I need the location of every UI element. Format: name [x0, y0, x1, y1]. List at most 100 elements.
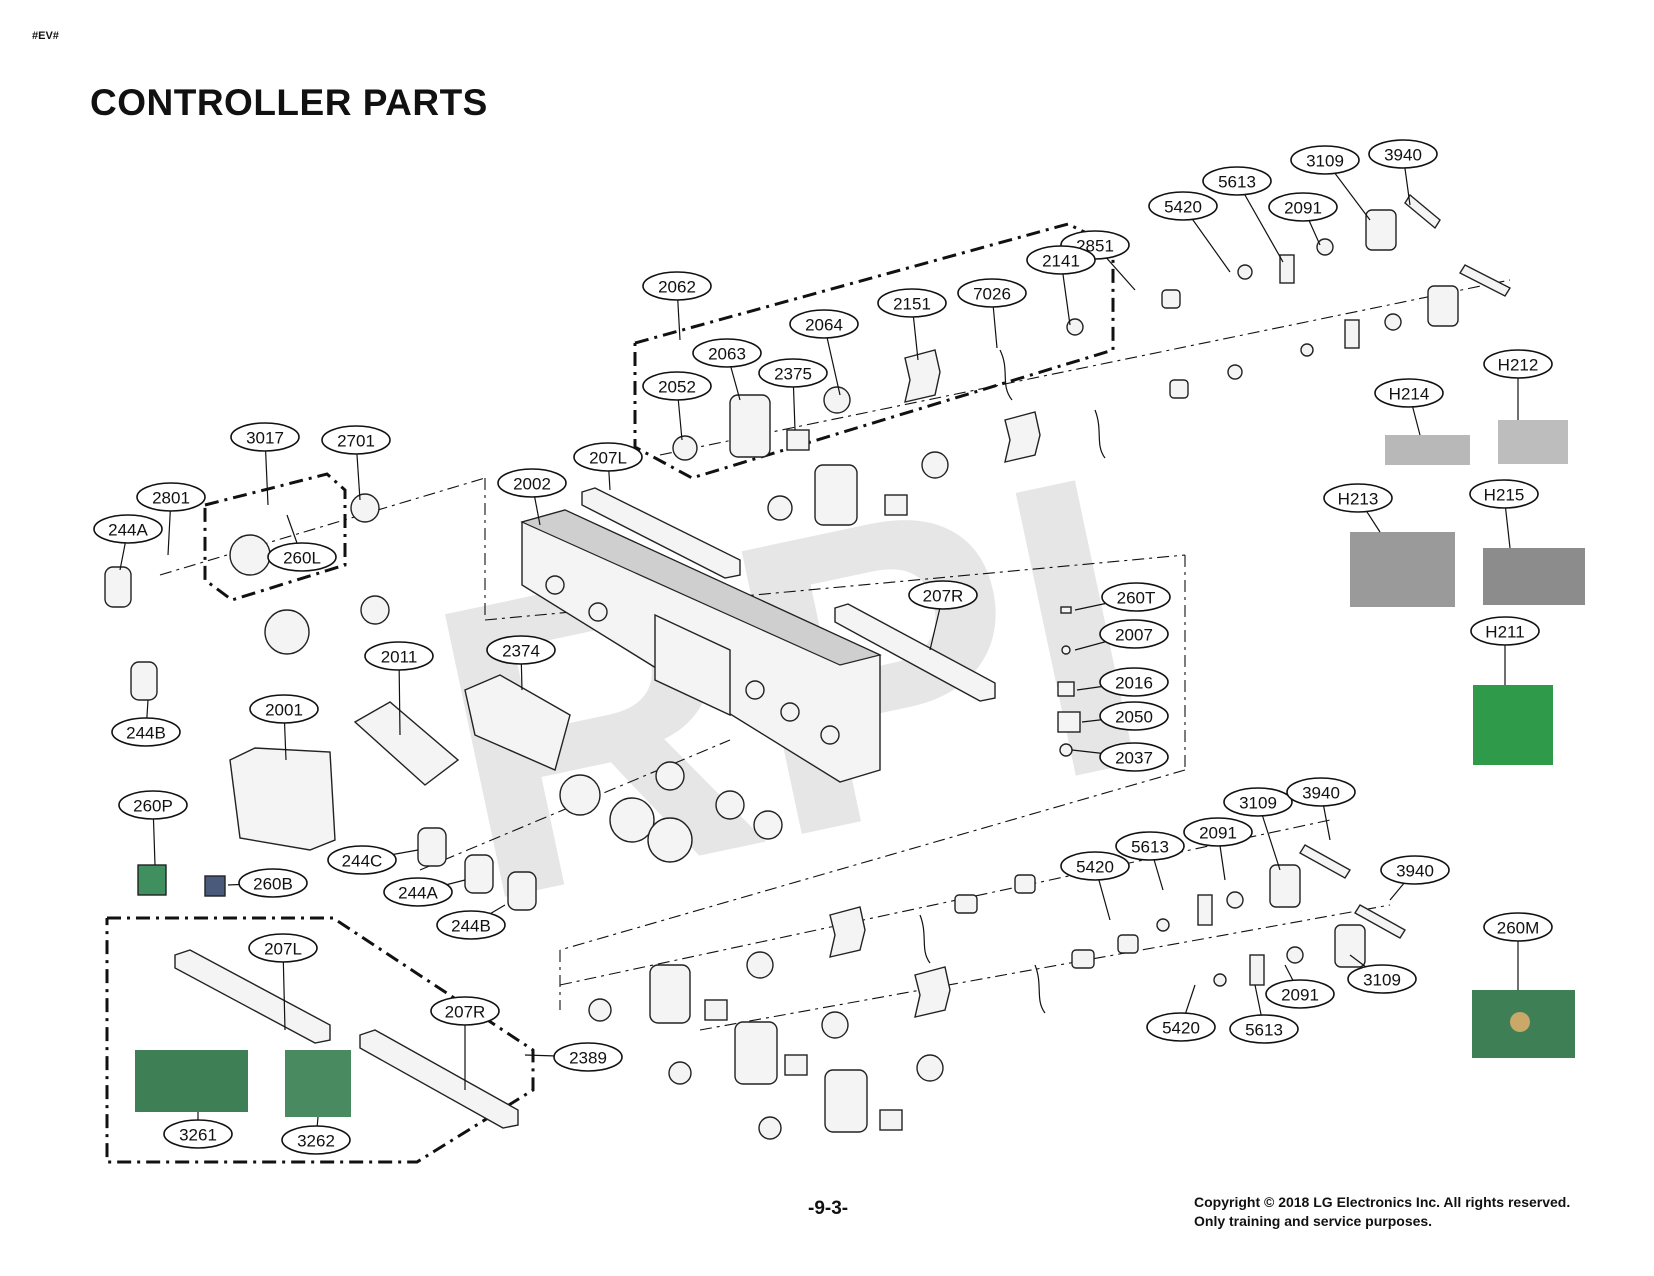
callout-c244A1: 244A — [93, 514, 163, 571]
callout-bubble — [249, 694, 319, 724]
part-number-label: 207R — [923, 587, 964, 606]
callout-c244C: 244C — [327, 845, 419, 875]
callout-c3109c: 3109 — [1347, 954, 1417, 994]
board-3261 — [135, 1050, 248, 1112]
callout-bubble — [383, 877, 453, 907]
part-number-label: 5613 — [1218, 173, 1256, 192]
part-number-label: 2002 — [513, 475, 551, 494]
callout-c2037: 2037 — [1071, 742, 1169, 772]
part-number-label: 2011 — [381, 648, 418, 667]
callout-c2091b: 2091 — [1183, 817, 1253, 881]
harness-H215 — [1483, 548, 1585, 605]
part-number-label: 260L — [283, 549, 321, 568]
part-number-label: 207R — [445, 1003, 486, 1022]
callout-bubble — [436, 910, 506, 940]
callout-c2011: 2011 — [364, 641, 434, 736]
page-number: -9-3- — [808, 1198, 849, 1219]
group-outline-3017 — [203, 472, 347, 602]
callout-bubble — [163, 1119, 233, 1149]
callout-c244A2: 244A — [383, 877, 466, 907]
part-number-label: 244A — [398, 884, 438, 903]
callout-c3109b: 3109 — [1223, 787, 1293, 871]
callout-bubble — [642, 271, 712, 301]
part-number-label: 3261 — [179, 1126, 217, 1145]
callout-bubble — [430, 996, 500, 1026]
part-number-label: H211 — [1485, 623, 1524, 642]
part-number-label: 5420 — [1076, 858, 1114, 877]
callout-bubble — [497, 468, 567, 498]
part-number-label: 5613 — [1245, 1021, 1283, 1040]
callout-c244B2: 244B — [436, 904, 506, 940]
part-number-label: 2037 — [1115, 749, 1153, 768]
callout-cH214: H214 — [1374, 378, 1444, 436]
callout-bubble — [486, 635, 556, 665]
callout-c3261: 3261 — [163, 1112, 233, 1149]
callout-bubble — [1380, 855, 1450, 885]
callout-c2374: 2374 — [486, 635, 556, 691]
callout-bubble — [1483, 912, 1553, 942]
board-H211 — [1473, 685, 1553, 765]
part-260B — [204, 875, 226, 897]
callout-bubble — [1026, 245, 1096, 275]
part-number-label: H215 — [1484, 486, 1525, 505]
callout-bubble — [1469, 479, 1539, 509]
callout-bubble — [1099, 701, 1169, 731]
callout-bubble — [1060, 851, 1130, 881]
callout-bubble — [1148, 191, 1218, 221]
part-number-label: 5613 — [1131, 838, 1169, 857]
upper-control-chain — [672, 193, 1511, 526]
callout-c2016: 2016 — [1076, 667, 1169, 697]
control-panel-2002 — [520, 509, 882, 783]
callout-bubble — [1286, 777, 1356, 807]
part-number-label: 2062 — [658, 278, 696, 297]
callout-c3940b: 3940 — [1286, 777, 1356, 841]
part-number-label: 2001 — [265, 701, 303, 720]
part-number-label: 3940 — [1384, 146, 1422, 165]
part-number-label: 260B — [253, 875, 293, 894]
copyright-line-2: Only training and service purposes. — [1194, 1213, 1433, 1229]
callout-bubble — [1101, 582, 1171, 612]
part-number-label: 2151 — [893, 295, 931, 314]
callout-bubble — [1368, 139, 1438, 169]
callout-cH212: H212 — [1483, 349, 1553, 420]
callout-bubble — [1483, 349, 1553, 379]
part-number-label: 5420 — [1164, 198, 1202, 217]
part-number-label: 2063 — [708, 345, 746, 364]
part-number-label: 260P — [133, 797, 173, 816]
callout-c2091c: 2091 — [1265, 964, 1335, 1009]
callout-bubble — [789, 309, 859, 339]
callout-bubble — [1470, 616, 1540, 646]
part-number-label: H213 — [1338, 490, 1379, 509]
callout-bubble — [321, 425, 391, 455]
callout-c2151: 2151 — [877, 288, 947, 361]
trim-bar-207R-top — [834, 603, 996, 702]
callout-bubble — [327, 845, 397, 875]
callout-c2389: 2389 — [524, 1042, 623, 1072]
part-number-label: 207L — [264, 940, 302, 959]
callout-bubble — [692, 338, 762, 368]
callout-c2801: 2801 — [136, 482, 206, 556]
trim-bar-207L-top — [581, 487, 741, 579]
part-number-label: 2091 — [1199, 824, 1237, 843]
callout-bubble — [1229, 1014, 1299, 1044]
callout-bubble — [364, 641, 434, 671]
callout-c5613b: 5613 — [1115, 831, 1185, 891]
part-number-label: 2374 — [502, 642, 540, 661]
callout-bubble — [93, 514, 163, 544]
part-number-label: 3017 — [246, 429, 284, 448]
callout-c2007: 2007 — [1074, 619, 1169, 651]
callout-c207R2: 207R — [430, 996, 500, 1090]
group-outline-2389 — [105, 916, 535, 1164]
harness-H214 — [1385, 435, 1470, 465]
callout-c260B: 260B — [227, 868, 308, 898]
callout-c2141: 2141 — [1026, 245, 1096, 326]
callout-bubble — [238, 868, 308, 898]
trim-bar-207R-bottom — [359, 1029, 519, 1129]
part-number-label: 244B — [126, 724, 166, 743]
lower-control-chain — [588, 844, 1406, 1140]
callout-bubble — [573, 442, 643, 472]
callout-c5420a: 5420 — [1148, 191, 1231, 273]
callout-cH211: H211 — [1470, 616, 1540, 685]
part-number-label: 2375 — [774, 365, 812, 384]
callout-bubble — [1265, 979, 1335, 1009]
